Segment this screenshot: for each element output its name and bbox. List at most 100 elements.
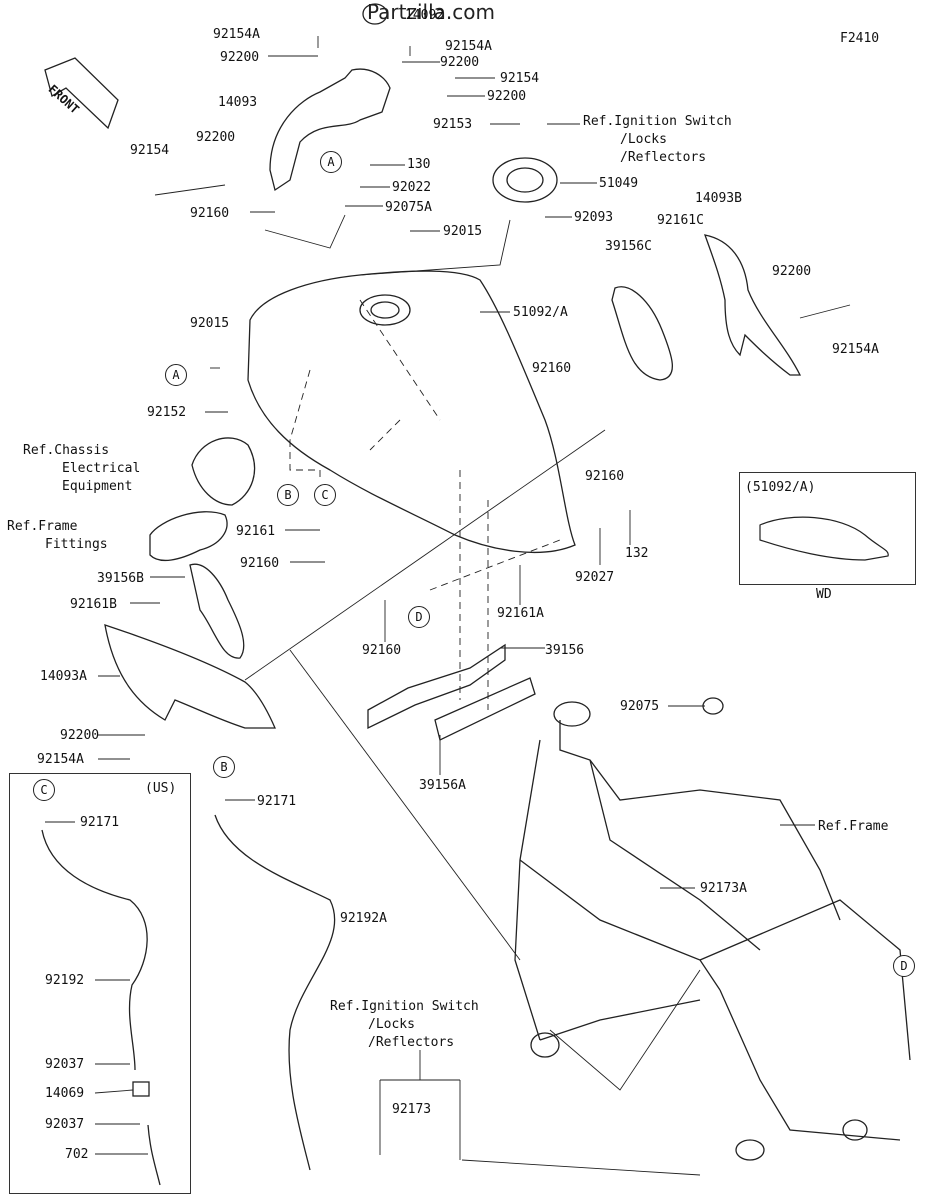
part-label: 92173A	[700, 881, 747, 896]
ref-label: Ref.Ignition Switch	[330, 999, 479, 1014]
part-label: 92154A	[832, 342, 879, 357]
watermark-logo: Partzilla.com	[367, 0, 495, 24]
part-label: 702	[65, 1147, 89, 1162]
part-label: 92200	[220, 50, 260, 65]
pad-39156C-shape	[611, 286, 674, 381]
part-label: 14093B	[695, 191, 742, 206]
part-label: 92192	[45, 973, 85, 988]
part-label: 92153	[433, 117, 473, 132]
part-label: 92161A	[497, 606, 544, 621]
part-label: 92200	[487, 89, 527, 104]
part-label: 92152	[147, 405, 187, 420]
part-label: 92161C	[657, 213, 704, 228]
ref-label: Ref.Chassis	[23, 443, 110, 458]
top-cover-shape	[269, 68, 391, 192]
ref-label: Ref.Ignition Switch	[583, 114, 732, 129]
bracket-shape	[191, 437, 256, 506]
callout-c: C	[33, 779, 55, 801]
ref-label: /Reflectors	[620, 150, 707, 165]
ref-label: Equipment	[62, 479, 133, 494]
callout-a: A	[320, 151, 342, 173]
part-label: 51092/A	[513, 305, 568, 320]
part-label: 92154	[500, 71, 540, 86]
part-label: 92160	[190, 206, 230, 221]
part-label: 92200	[772, 264, 812, 279]
part-label: 92192A	[340, 911, 387, 926]
part-label: 92027	[575, 570, 615, 585]
part-label: 92154A	[213, 27, 260, 42]
part-label: 92171	[80, 815, 120, 830]
part-label: 92075A	[385, 200, 432, 215]
part-label: 130	[407, 157, 431, 172]
part-label: 14093A	[40, 669, 87, 684]
hose-92192A-shape	[214, 814, 336, 1171]
ref-label: /Locks	[368, 1017, 415, 1032]
part-label: 92160	[532, 361, 572, 376]
part-label: 14093	[218, 95, 258, 110]
frame-fitting-shape	[149, 511, 228, 562]
ref-label: Fittings	[45, 537, 108, 552]
part-label: 39156A	[419, 778, 466, 793]
callout-d: D	[408, 606, 430, 628]
hose-702-shape	[147, 1124, 161, 1186]
part-label: 92037	[45, 1117, 85, 1132]
part-label: 92037	[45, 1057, 85, 1072]
cap-shape	[362, 3, 388, 25]
inset-wd-part: (51092/A)	[745, 480, 816, 495]
callout-b: B	[213, 756, 235, 778]
part-label: 92154	[130, 143, 170, 158]
hose-92192-shape	[41, 829, 148, 1071]
part-label: 92160	[240, 556, 280, 571]
ref-label: Ref.Frame	[7, 519, 78, 534]
inset-wd-caption: WD	[816, 587, 832, 602]
inset-us-tag: (US)	[145, 781, 177, 796]
pad-39156-shape	[367, 643, 506, 730]
part-label: 51049	[599, 176, 639, 191]
pad-39156A-shape	[434, 677, 536, 741]
part-label: 92200	[440, 55, 480, 70]
part-label: 92154A	[445, 39, 492, 54]
part-label: 92200	[196, 130, 236, 145]
inset-us-box	[9, 773, 191, 1194]
fuel-neck-shape	[359, 294, 411, 326]
front-arrow-icon	[44, 57, 119, 130]
part-label: 39156C	[605, 239, 652, 254]
ref-label: Ref.Frame	[818, 819, 889, 834]
figure-code: F2410	[840, 31, 880, 46]
part-label: 92173	[392, 1102, 432, 1117]
part-label: 92160	[362, 643, 402, 658]
part-label: 14069	[45, 1086, 85, 1101]
callout-d: D	[893, 955, 915, 977]
valve-14069-shape	[132, 1081, 150, 1097]
frame-shape	[514, 701, 911, 1161]
part-label: 92093	[574, 210, 614, 225]
part-label: 92160	[585, 469, 625, 484]
part-label: 92161B	[70, 597, 117, 612]
inset-wd-box	[739, 472, 916, 585]
part-label: 92075	[620, 699, 660, 714]
part-label: 39156B	[97, 571, 144, 586]
right-cover-shape	[704, 234, 802, 376]
left-cover-shape	[104, 624, 276, 729]
ref-label: /Reflectors	[368, 1035, 455, 1050]
callout-c: C	[314, 484, 336, 506]
part-label: 92161	[236, 524, 276, 539]
inset-wd-tank-shape	[759, 516, 889, 561]
cap-assembly-shape	[492, 157, 558, 203]
part-label: 92015	[190, 316, 230, 331]
part-label: 39156	[545, 643, 585, 658]
part-label: 92154A	[37, 752, 84, 767]
part-label: 14092	[405, 8, 445, 23]
ref-label: Electrical	[62, 461, 141, 476]
ref-label: /Locks	[620, 132, 667, 147]
part-label: 92022	[392, 180, 432, 195]
part-label: 132	[625, 546, 649, 561]
part-label: 92171	[257, 794, 297, 809]
callout-a: A	[165, 364, 187, 386]
part-label: 92015	[443, 224, 483, 239]
callout-b: B	[277, 484, 299, 506]
grommet-92075-shape	[702, 697, 724, 715]
pad-39156B-shape	[189, 563, 245, 659]
part-label: 92200	[60, 728, 100, 743]
